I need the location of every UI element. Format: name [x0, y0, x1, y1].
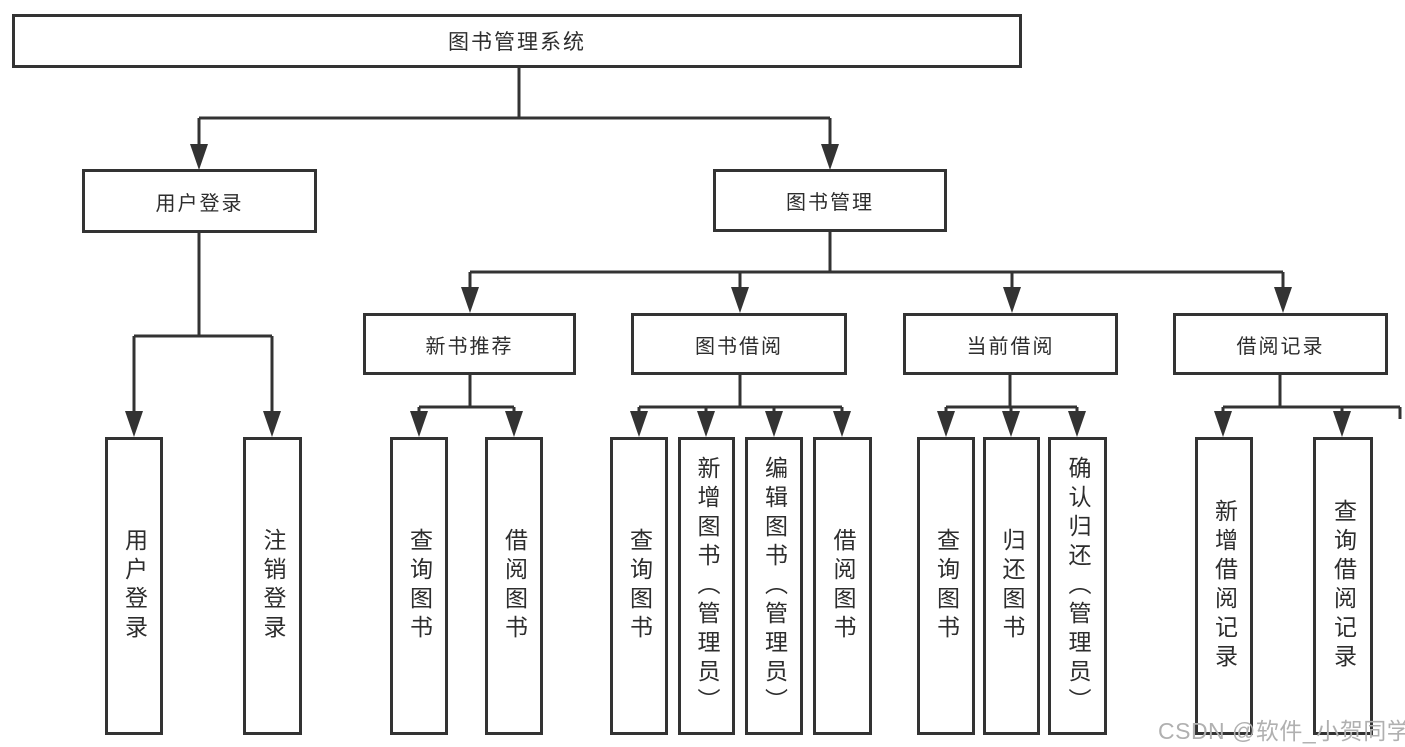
node-bb-edit-books-admin-label: 编辑图书（管理员） [761, 455, 788, 717]
node-login-logout-label: 注销登录 [260, 528, 286, 644]
csdn-watermark: CSDN @软件_小贺同学 [1158, 718, 1405, 744]
node-root: 图书管理系统 [12, 14, 1022, 68]
node-cb-confirm-return-admin: 确认归还（管理员） [1048, 437, 1107, 735]
node-borrow-records: 借阅记录 [1173, 313, 1388, 375]
node-bb-add-books-admin: 新增图书（管理员） [678, 437, 735, 735]
node-cb-return-books: 归还图书 [983, 437, 1040, 735]
connector-user-login [132, 233, 274, 419]
connector-current-borrow [944, 375, 1079, 419]
node-book-borrow: 图书借阅 [631, 313, 847, 375]
node-bb-edit-books-admin: 编辑图书（管理员） [745, 437, 803, 735]
node-rec-query-books: 查询图书 [390, 437, 448, 735]
node-bb-borrow-books-label: 借阅图书 [830, 528, 856, 644]
node-bb-borrow-books: 借阅图书 [813, 437, 872, 735]
connector-borrow-records [1221, 375, 1402, 419]
node-book-management-label: 图书管理 [786, 192, 874, 214]
node-cb-query-books-label: 查询图书 [933, 528, 960, 644]
connector-book-management [468, 232, 1285, 295]
node-rec-query-books-label: 查询图书 [406, 528, 433, 644]
node-br-query-record: 查询借阅记录 [1313, 437, 1373, 735]
node-root-label: 图书管理系统 [448, 31, 586, 54]
node-book-borrow-label: 图书借阅 [695, 335, 783, 358]
node-rec-borrow-books: 借阅图书 [485, 437, 543, 735]
node-book-management: 图书管理 [713, 169, 947, 232]
node-rec-borrow-books-label: 借阅图书 [501, 528, 528, 644]
node-bb-add-books-admin-label: 新增图书（管理员） [694, 455, 720, 717]
node-br-add-record-label: 新增借阅记录 [1211, 499, 1238, 673]
node-br-add-record: 新增借阅记录 [1195, 437, 1253, 735]
connector-new-book-recommend [417, 375, 516, 419]
node-bb-query-books: 查询图书 [610, 437, 668, 735]
node-cb-confirm-return-admin-label: 确认归还（管理员） [1065, 455, 1091, 717]
node-borrow-records-label: 借阅记录 [1236, 335, 1325, 358]
connector-book-borrow [637, 375, 844, 419]
node-cb-query-books: 查询图书 [917, 437, 975, 735]
node-bb-query-books-label: 查询图书 [626, 528, 653, 644]
connector-root [197, 68, 832, 152]
node-cb-return-books-label: 归还图书 [999, 528, 1025, 644]
node-new-book-recommend-label: 新书推荐 [425, 335, 514, 358]
node-new-book-recommend: 新书推荐 [363, 313, 576, 375]
node-br-query-record-label: 查询借阅记录 [1330, 499, 1357, 673]
node-login-user-label: 用户登录 [121, 528, 148, 644]
node-current-borrow-label: 当前借阅 [966, 335, 1055, 358]
node-user-login-label: 用户登录 [155, 192, 244, 215]
node-login-user: 用户登录 [105, 437, 163, 735]
node-login-logout: 注销登录 [243, 437, 302, 735]
node-current-borrow: 当前借阅 [903, 313, 1118, 375]
node-user-login: 用户登录 [82, 169, 317, 233]
